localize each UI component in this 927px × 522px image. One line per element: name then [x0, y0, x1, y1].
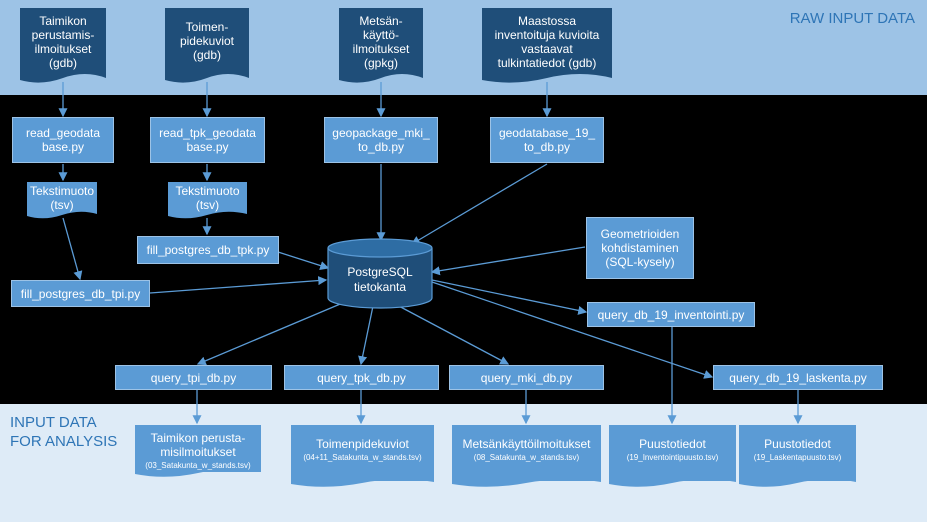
output-file: (08_Satakunta_w_stands.tsv) [473, 453, 580, 462]
script-geopackage-mki: geopackage_mki_ to_db.py [324, 117, 438, 163]
database-label: PostgreSQL tietokanta [347, 265, 413, 294]
output-title: Puustotiedot [764, 437, 831, 451]
output-title: Metsänkäyttöilmoitukset [462, 437, 591, 451]
script-query-mki: query_mki_db.py [449, 365, 604, 390]
input-doc-shape-3 [339, 8, 423, 83]
input-doc-shape-1 [20, 8, 106, 83]
script-query-tpi: query_tpi_db.py [115, 365, 272, 390]
output-file: (04+11_Satakunta_w_stands.tsv) [303, 453, 422, 462]
input-doc-shape-4 [482, 8, 612, 83]
analysis-input-title: INPUT DATA FOR ANALYSIS [10, 414, 118, 450]
output-file: (19_Laskentapuusto.tsv) [753, 453, 842, 462]
output-file: (03_Satakunta_w_stands.tsv) [145, 461, 251, 470]
output-doc-toimenpidekuviot: Toimenpidekuviot (04+11_Satakunta_w_stan… [291, 425, 434, 481]
script-read-geodatabase: read_geodata base.py [12, 117, 114, 163]
script-query-laskenta: query_db_19_laskenta.py [713, 365, 883, 390]
script-query-inventointi: query_db_19_inventointi.py [587, 302, 755, 327]
output-title: Puustotiedot [639, 437, 706, 451]
input-doc-taimikon: Taimikon perustamis- ilmoitukset (gdb) [31, 14, 95, 70]
input-doc-metsankaytto: Metsän- käyttö- ilmoitukset (gpkg) [352, 14, 410, 70]
output-doc-laskentapuusto: Puustotiedot (19_Laskentapuusto.tsv) [739, 425, 856, 481]
script-geodatabase-19: geodatabase_19_ to_db.py [490, 117, 604, 163]
tsv-doc-2: Tekstimuoto (tsv) [175, 184, 240, 212]
output-file: (19_Inventointipuusto.tsv) [626, 453, 719, 462]
script-fill-postgres-tpk: fill_postgres_db_tpk.py [137, 236, 279, 264]
tsv-doc-1: Tekstimuoto (tsv) [29, 184, 95, 212]
output-doc-inventointipuusto: Puustotiedot (19_Inventointipuusto.tsv) [609, 425, 736, 481]
output-doc-metsankaytto: Metsänkäyttöilmoitukset (08_Satakunta_w_… [452, 425, 601, 481]
script-fill-postgres-tpi: fill_postgres_db_tpi.py [11, 280, 150, 307]
database-icon [327, 238, 433, 309]
script-read-tpk-geodatabase: read_tpk_geodata base.py [150, 117, 265, 163]
output-doc-taimikon: Taimikon perusta- misilmoitukset (03_Sat… [135, 425, 261, 472]
raw-input-band [0, 0, 927, 95]
raw-input-title: RAW INPUT DATA [789, 10, 915, 27]
output-title: Taimikon perusta- misilmoitukset [150, 431, 246, 459]
script-query-tpk: query_tpk_db.py [284, 365, 439, 390]
input-doc-maastossa: Maastossa inventoituja kuvioita vastaava… [494, 14, 600, 70]
output-title: Toimenpidekuviot [316, 437, 409, 451]
tsv-doc-shape-1 [27, 182, 97, 219]
geometry-matching-box: Geometrioiden kohdistaminen (SQL-kysely) [586, 217, 694, 279]
tsv-doc-shape-2 [168, 182, 247, 219]
input-doc-shape-2 [165, 8, 249, 83]
input-doc-toimenpidekuviot: Toimen- pidekuviot (gdb) [179, 20, 235, 62]
